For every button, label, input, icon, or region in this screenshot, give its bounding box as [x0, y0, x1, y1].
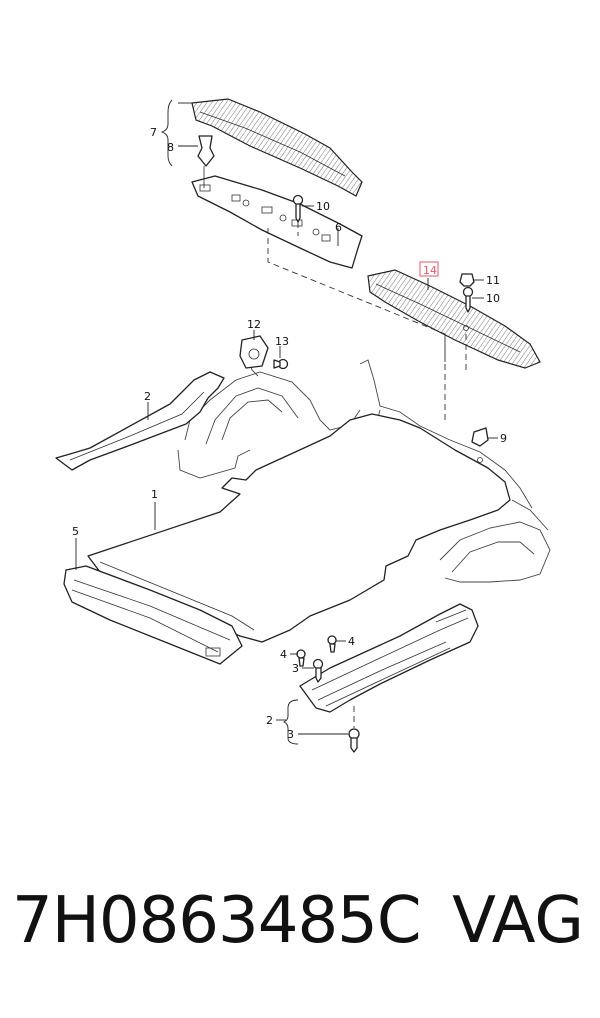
part-5-sill-strip [63, 565, 243, 665]
part-12-bracket [239, 335, 269, 369]
caption-bar: 7H0863485C VAG [0, 884, 600, 994]
part-10-screw-upper [292, 194, 304, 223]
callout-6: 6 [335, 221, 342, 234]
part-number: 7H0863485C [12, 884, 422, 958]
callout-9: 9 [500, 432, 507, 445]
part-1-floor-mat [87, 413, 511, 643]
parts-diagram: 7 8 10 6 14 11 10 12 13 2 9 1 5 4 4 3 2 … [55, 98, 551, 753]
callout-3-lower: 3 [287, 728, 294, 741]
brand-label: VAG [452, 884, 584, 958]
callout-labels: 7 8 10 6 14 11 10 12 13 2 9 1 5 4 4 3 2 … [72, 126, 507, 741]
callout-4-left: 4 [280, 648, 287, 661]
callout-3-left: 3 [292, 662, 299, 675]
part-6-bracket [191, 175, 363, 269]
callout-12: 12 [247, 318, 261, 331]
part-3-screw-left [312, 658, 324, 683]
callout-7: 7 [150, 126, 157, 139]
part-4-clip-left [296, 649, 306, 667]
callout-5: 5 [72, 525, 79, 538]
callout-10-upper: 10 [316, 200, 330, 213]
part-2-sill-trim-right [299, 603, 479, 713]
callout-2-lower: 2 [266, 714, 273, 727]
assembly-lines [203, 182, 467, 420]
part-13-screw [273, 358, 289, 370]
leader-lines [75, 99, 498, 745]
callout-1: 1 [151, 488, 158, 501]
part-3-screw-lower [348, 706, 360, 753]
part-7-upper-trim [191, 98, 363, 197]
part-10-screw-right [462, 286, 474, 313]
callout-10-right: 10 [486, 292, 500, 305]
highlight-box-14 [419, 261, 439, 277]
part-2-side-trim-left [55, 371, 225, 471]
callout-14: 14 [423, 264, 437, 277]
callout-11: 11 [486, 274, 500, 287]
part-14-trim-strip [367, 269, 541, 369]
part-8-clip [197, 135, 215, 182]
callout-4-right: 4 [348, 635, 355, 648]
callout-13: 13 [275, 335, 289, 348]
part-11-nut [459, 273, 475, 287]
callout-2-upper: 2 [144, 390, 151, 403]
callout-8: 8 [167, 141, 174, 154]
part-4-clip-right [327, 635, 337, 653]
part-9-clip [471, 427, 489, 463]
